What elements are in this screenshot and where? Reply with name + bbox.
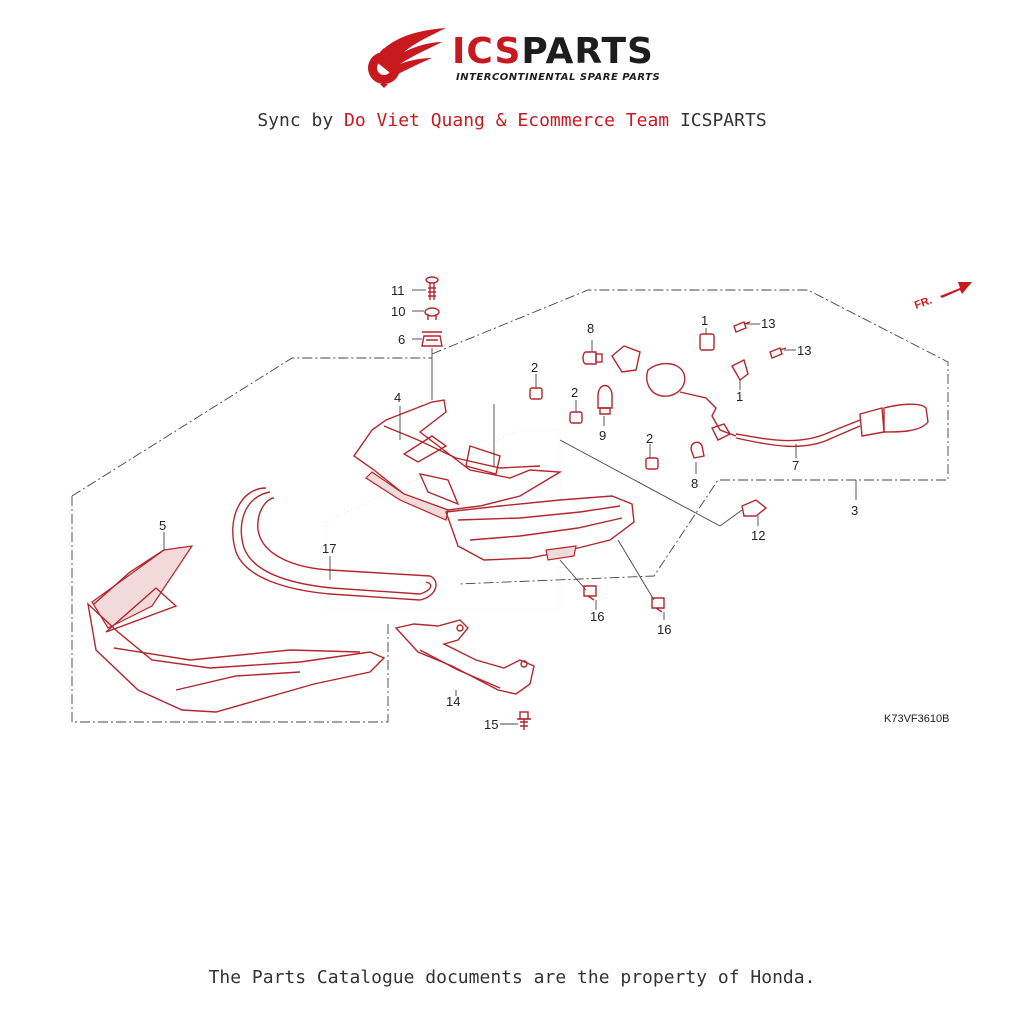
callout-5: 5 xyxy=(159,518,166,533)
part-16-screw-right xyxy=(651,597,665,613)
callout-7: 7 xyxy=(792,458,799,473)
callout-12: 12 xyxy=(751,528,765,543)
part-13-screw-bottom xyxy=(769,347,787,359)
part-17-seal-rubber xyxy=(232,487,437,601)
part-2-socket-c xyxy=(645,457,659,470)
part-12-clip-nut xyxy=(741,499,768,517)
callout-16-right: 16 xyxy=(657,622,671,637)
callout-13-top: 13 xyxy=(761,316,775,331)
part-16-screw-left xyxy=(583,585,597,601)
callout-11: 11 xyxy=(391,283,405,298)
dotted-shade xyxy=(325,429,561,611)
brand-tagline: INTERCONTINENTAL SPARE PARTS xyxy=(456,72,661,83)
callout-8-top: 8 xyxy=(587,321,594,336)
callout-4: 4 xyxy=(394,390,401,405)
credit-suffix: ICSPARTS xyxy=(669,110,767,131)
part-10-washer xyxy=(424,307,440,320)
callout-15: 15 xyxy=(484,717,498,732)
part-1-clip-bottom xyxy=(731,358,749,382)
credit-prefix: Sync by xyxy=(257,110,345,131)
brand-logo: ICSPARTS INTERCONTINENTAL SPARE PARTS xyxy=(360,26,680,90)
brand-name: ICSPARTS xyxy=(452,31,654,72)
part-14-bracket xyxy=(394,619,535,695)
front-label: FR. xyxy=(913,294,934,311)
callout-9: 9 xyxy=(599,428,606,443)
callout-10: 10 xyxy=(391,304,405,319)
part-8-bulb-top xyxy=(582,351,603,365)
drawing-code: K73VF3610B xyxy=(884,713,949,725)
part-11-bolt xyxy=(425,276,439,300)
leader-lines xyxy=(163,289,857,725)
callout-1-bottom: 1 xyxy=(736,389,743,404)
callout-2-b: 2 xyxy=(571,385,578,400)
callout-6: 6 xyxy=(398,332,405,347)
callout-1-top: 1 xyxy=(701,313,708,328)
callout-2-a: 2 xyxy=(531,360,538,375)
part-2-socket-a xyxy=(529,387,543,400)
credit-highlight: Do Viet Quang & Ecommerce Team xyxy=(344,110,670,131)
part-1-clip-top xyxy=(699,333,715,351)
part-8-bulb-bottom xyxy=(690,441,705,459)
credit-line: Sync by Do Viet Quang & Ecommerce Team I… xyxy=(0,110,1024,131)
part-5-lower-cover xyxy=(86,545,386,713)
callout-13-bottom: 13 xyxy=(797,343,811,358)
callout-14: 14 xyxy=(446,694,460,709)
part-9-bulb xyxy=(597,384,613,415)
front-arrow-icon xyxy=(940,282,972,298)
footer-disclaimer: The Parts Catalogue documents are the pr… xyxy=(208,967,816,988)
callout-labels: 11 10 6 4 8 1 13 13 1 2 2 9 2 8 7 3 12 5… xyxy=(159,283,858,732)
wing-gear-icon xyxy=(368,28,446,88)
part-13-screw-top xyxy=(733,321,751,333)
part-4-headlight-housing xyxy=(353,399,563,521)
callout-17: 17 xyxy=(322,541,336,556)
callout-3: 3 xyxy=(851,503,858,518)
callout-8-bottom: 8 xyxy=(691,476,698,491)
part-6-grommet xyxy=(421,331,443,347)
part-headlight-lens xyxy=(445,495,635,561)
assembly-outline-3 xyxy=(431,289,949,585)
callout-16-left: 16 xyxy=(590,609,604,624)
part-7-wire-harness xyxy=(611,345,929,448)
callout-2-c: 2 xyxy=(646,431,653,446)
part-15-screw xyxy=(517,711,531,730)
front-direction-indicator: FR. xyxy=(913,282,972,312)
assembly-outline-5 xyxy=(71,357,432,723)
part-2-socket-b xyxy=(569,411,583,424)
